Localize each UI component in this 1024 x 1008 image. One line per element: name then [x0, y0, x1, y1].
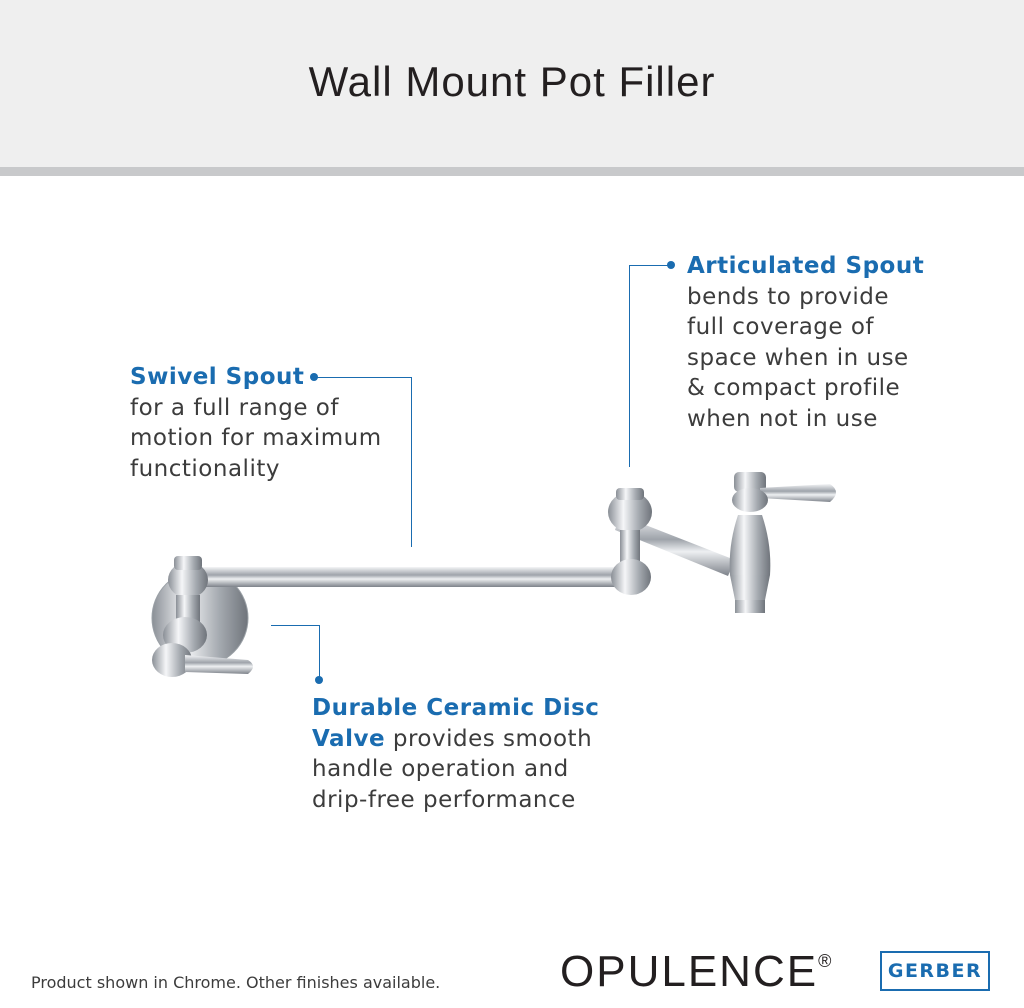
- callout-text: full coverage of: [687, 314, 875, 340]
- articulated-leader-line: [629, 265, 630, 467]
- callout-heading: Durable Ceramic Disc: [312, 695, 600, 721]
- callout-text: drip-free performance: [312, 786, 576, 813]
- callout-text: when not in use: [687, 405, 878, 432]
- callout-swivel-spout: Swivel Spout for a full range of motion …: [130, 362, 382, 484]
- registered-mark: ®: [818, 951, 834, 971]
- callout-text: for a full range of: [130, 394, 339, 421]
- callout-text: motion for maximum: [130, 425, 382, 451]
- callout-articulated-spout: Articulated Spout bends to provide full …: [687, 251, 924, 434]
- callout-ceramic-valve: Durable Ceramic Disc Valve provides smoo…: [312, 693, 599, 815]
- callout-text: functionality: [130, 455, 280, 482]
- swivel-leader-line-h: [314, 377, 412, 378]
- callout-text: handle operation and: [312, 756, 569, 782]
- swivel-leader-line: [411, 377, 412, 547]
- callout-heading: Articulated Spout: [687, 253, 925, 279]
- opulence-wordmark: OPULENCE: [560, 947, 819, 996]
- valve-leader-line-h: [271, 625, 320, 626]
- header-divider: [0, 167, 1024, 176]
- callout-heading: Valve: [312, 725, 386, 752]
- callout-text: bends to provide: [687, 283, 889, 310]
- articulated-leader-dot: [667, 261, 675, 269]
- valve-leader-dot: [315, 676, 323, 684]
- header: Wall Mount Pot Filler: [0, 0, 1024, 167]
- callout-text: & compact profile: [687, 375, 901, 401]
- page-title: Wall Mount Pot Filler: [308, 58, 716, 105]
- gerber-logo: GERBER: [880, 951, 990, 991]
- callout-heading: Swivel Spout: [130, 364, 305, 390]
- finish-footnote: Product shown in Chrome. Other finishes …: [31, 973, 441, 992]
- articulated-leader-line-h: [629, 265, 671, 266]
- opulence-logo: OPULENCE®: [560, 947, 833, 997]
- callout-text: provides smooth: [385, 725, 593, 752]
- callout-text: space when in use: [687, 344, 909, 371]
- valve-leader-line: [319, 625, 320, 680]
